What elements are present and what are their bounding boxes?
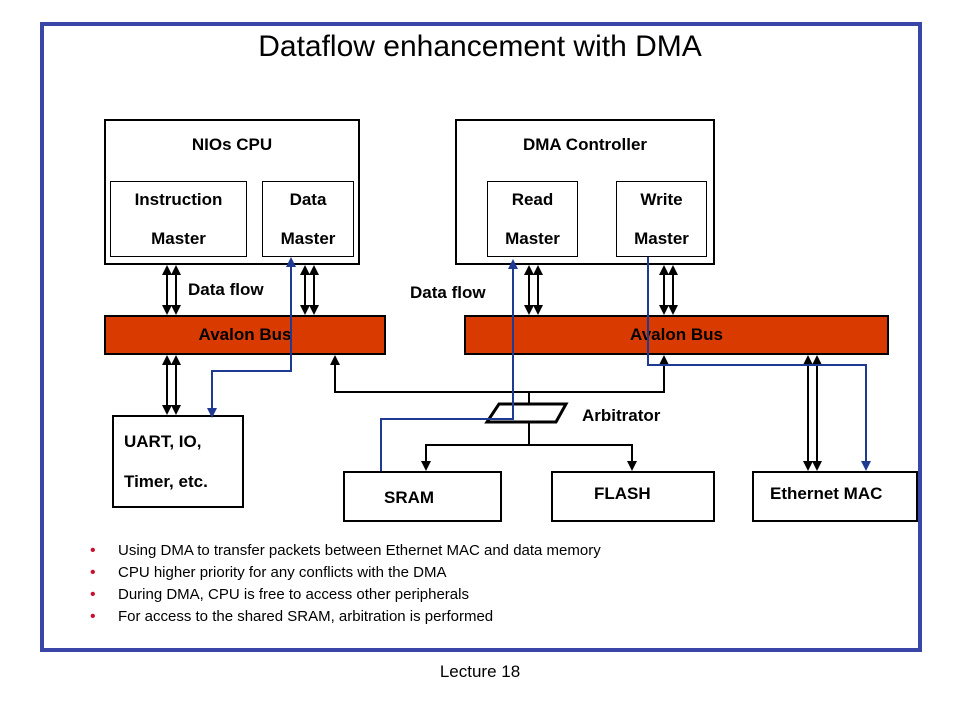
data-master-label-2: Master <box>280 229 336 248</box>
dma-controller-title: DMA Controller <box>522 135 648 154</box>
write-master-label-2: Master <box>634 229 689 248</box>
data-master-box <box>262 181 354 257</box>
read-master-label-1: Read <box>511 190 554 209</box>
notes-list: Using DMA to transfer packets between Et… <box>90 540 601 628</box>
uart-label-2: Timer, etc. <box>124 472 208 491</box>
avalon-bus-left: Avalon Bus <box>104 315 386 355</box>
arbitrator-mux <box>484 402 569 424</box>
flash-label: FLASH <box>594 484 651 503</box>
write-master-label-1: Write <box>640 190 683 209</box>
double-arrow-bus-ethernet <box>803 355 822 471</box>
read-master-box <box>487 181 578 257</box>
slide-frame <box>40 22 922 652</box>
slide-title: Dataflow enhancement with DMA <box>258 30 702 63</box>
note-item: During DMA, CPU is free to access other … <box>90 584 601 606</box>
bus-arbitrator-link <box>330 355 669 404</box>
dataflow-path-write-master-ethernet <box>647 257 871 471</box>
double-arrow-write-bus <box>659 265 678 315</box>
ethernet-mac-box <box>752 471 918 522</box>
uart-label-1: UART, IO, <box>124 432 202 451</box>
avalon-bus-right: Avalon Bus <box>464 315 889 355</box>
double-arrow-data-bus <box>300 265 319 315</box>
note-item: For access to the shared SRAM, arbitrati… <box>90 606 601 628</box>
uart-io-timer-box <box>112 415 244 508</box>
dataflow-path-data-master <box>207 257 296 418</box>
double-arrow-bus-uart <box>162 355 181 415</box>
write-master-box <box>616 181 707 257</box>
note-item: CPU higher priority for any conflicts wi… <box>90 562 601 584</box>
dataflow-label-left: Data flow <box>188 280 264 299</box>
dataflow-label-right: Data flow <box>410 283 486 302</box>
arbitrator-memory-link <box>421 422 637 471</box>
arbitrator-label: Arbitrator <box>582 406 661 425</box>
note-item: Using DMA to transfer packets between Et… <box>90 540 601 562</box>
double-arrow-instruction-bus <box>162 265 181 315</box>
flash-box <box>551 471 715 522</box>
nios-cpu-title: NIOs CPU <box>191 135 273 154</box>
data-master-label-1: Data <box>289 190 327 209</box>
sram-box <box>343 471 502 522</box>
instruction-master-label-2: Master <box>151 229 206 248</box>
instruction-master-label-1: Instruction <box>134 190 223 209</box>
double-arrow-read-bus <box>524 265 543 315</box>
ethernet-mac-label: Ethernet MAC <box>770 484 883 503</box>
instruction-master-box <box>110 181 247 257</box>
read-master-label-2: Master <box>505 229 560 248</box>
footer-lecture: Lecture 18 <box>439 662 521 681</box>
dataflow-path-sram-read-master <box>380 259 518 471</box>
sram-label: SRAM <box>384 488 435 507</box>
